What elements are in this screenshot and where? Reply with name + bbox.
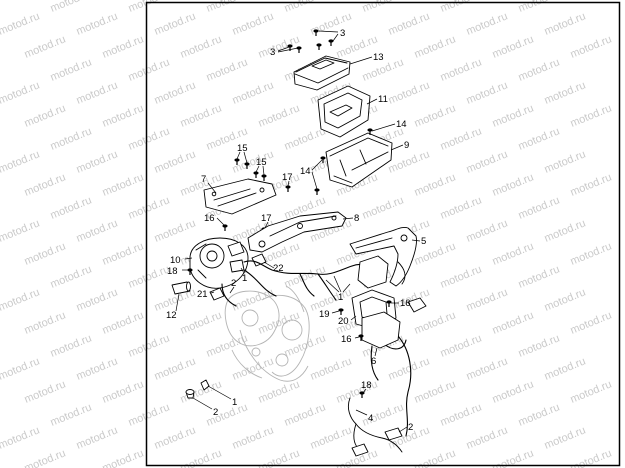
callout-1: 1 [338, 292, 343, 303]
leader-line [229, 286, 235, 294]
leader-line [311, 159, 323, 171]
leader-line [263, 261, 275, 269]
leader-line [216, 217, 225, 226]
leader-line [333, 275, 342, 293]
leader-line [411, 239, 421, 242]
callout-5: 5 [421, 236, 426, 247]
leader-line [277, 47, 299, 53]
leader-line [355, 409, 368, 416]
part-13 [293, 55, 351, 91]
callout-1: 1 [232, 397, 237, 408]
part-8 [247, 211, 347, 253]
leader-line [331, 310, 340, 314]
callout-15: 15 [237, 143, 248, 154]
callout-7: 7 [201, 174, 206, 185]
callout-17: 17 [282, 172, 293, 183]
callout-16: 16 [204, 213, 215, 224]
wiring-harness [221, 260, 412, 437]
ghost-engine-outline [224, 285, 310, 382]
callout-11: 11 [378, 94, 388, 105]
leader-line [371, 123, 396, 132]
leader-line [243, 151, 248, 164]
leader-line [342, 283, 351, 293]
part-10 [189, 237, 249, 289]
part-4 [347, 397, 403, 457]
leader-line [262, 165, 265, 176]
callout-16: 16 [400, 298, 411, 309]
part-21 [209, 287, 225, 301]
part-22 [251, 253, 267, 267]
part-11 [317, 85, 371, 138]
part-9 [325, 132, 393, 188]
leader-line [210, 291, 215, 294]
callout-9: 9 [404, 140, 409, 151]
callout-3: 3 [270, 47, 275, 58]
callout-20: 20 [338, 316, 349, 327]
leader-line [354, 336, 360, 339]
drawing-frame [145, 1, 621, 467]
callout-8: 8 [354, 213, 359, 224]
callout-6: 6 [371, 356, 376, 367]
leader-line [207, 182, 217, 194]
callout-10: 10 [170, 255, 181, 266]
part-5 [349, 227, 417, 287]
callout-4: 4 [368, 413, 373, 424]
leader-line [362, 388, 367, 394]
leader-line [175, 293, 180, 312]
leader-lines [175, 30, 421, 433]
leader-line [287, 180, 290, 187]
leader-line [366, 98, 378, 105]
leader-line [342, 217, 354, 220]
leader-line [332, 33, 339, 42]
part-7 [203, 178, 277, 215]
callout-2: 2 [213, 407, 218, 418]
callout-2: 2 [408, 422, 413, 433]
leader-line [184, 257, 193, 260]
callout-14: 14 [300, 166, 311, 177]
leader-line [311, 171, 318, 190]
leader-line [350, 315, 357, 321]
leader-line [255, 165, 260, 173]
callout-22: 22 [273, 263, 284, 274]
callout-3: 3 [340, 28, 345, 39]
callout-13: 13 [373, 52, 384, 63]
callout-1: 1 [242, 273, 247, 284]
leader-line [192, 397, 213, 410]
callout-18: 18 [167, 266, 178, 277]
callout-14: 14 [396, 119, 407, 130]
callout-21: 21 [197, 289, 208, 300]
leader-line [240, 267, 245, 274]
leader-line [264, 221, 269, 229]
callout-labels: 3 3 13 11 14 9 15 15 14 17 7 16 17 8 5 1… [166, 28, 426, 433]
callout-19: 19 [319, 309, 330, 320]
part-1-clip [200, 379, 210, 391]
leader-line [374, 347, 378, 357]
callout-18: 18 [361, 380, 372, 391]
leader-line [325, 279, 340, 293]
leader-line [390, 144, 404, 151]
callout-15: 15 [256, 157, 267, 168]
callout-2: 2 [231, 278, 236, 289]
leader-line [349, 56, 373, 65]
callout-17: 17 [261, 213, 272, 224]
leader-line [207, 385, 232, 400]
leader-line [318, 30, 339, 33]
part-12 [171, 281, 191, 295]
callout-16: 16 [341, 334, 352, 345]
leader-line [398, 426, 408, 433]
part-6 [351, 255, 427, 349]
leader-line [236, 151, 241, 160]
callout-12: 12 [166, 310, 177, 321]
leader-line [277, 45, 293, 52]
part-2-grommet [185, 389, 195, 399]
